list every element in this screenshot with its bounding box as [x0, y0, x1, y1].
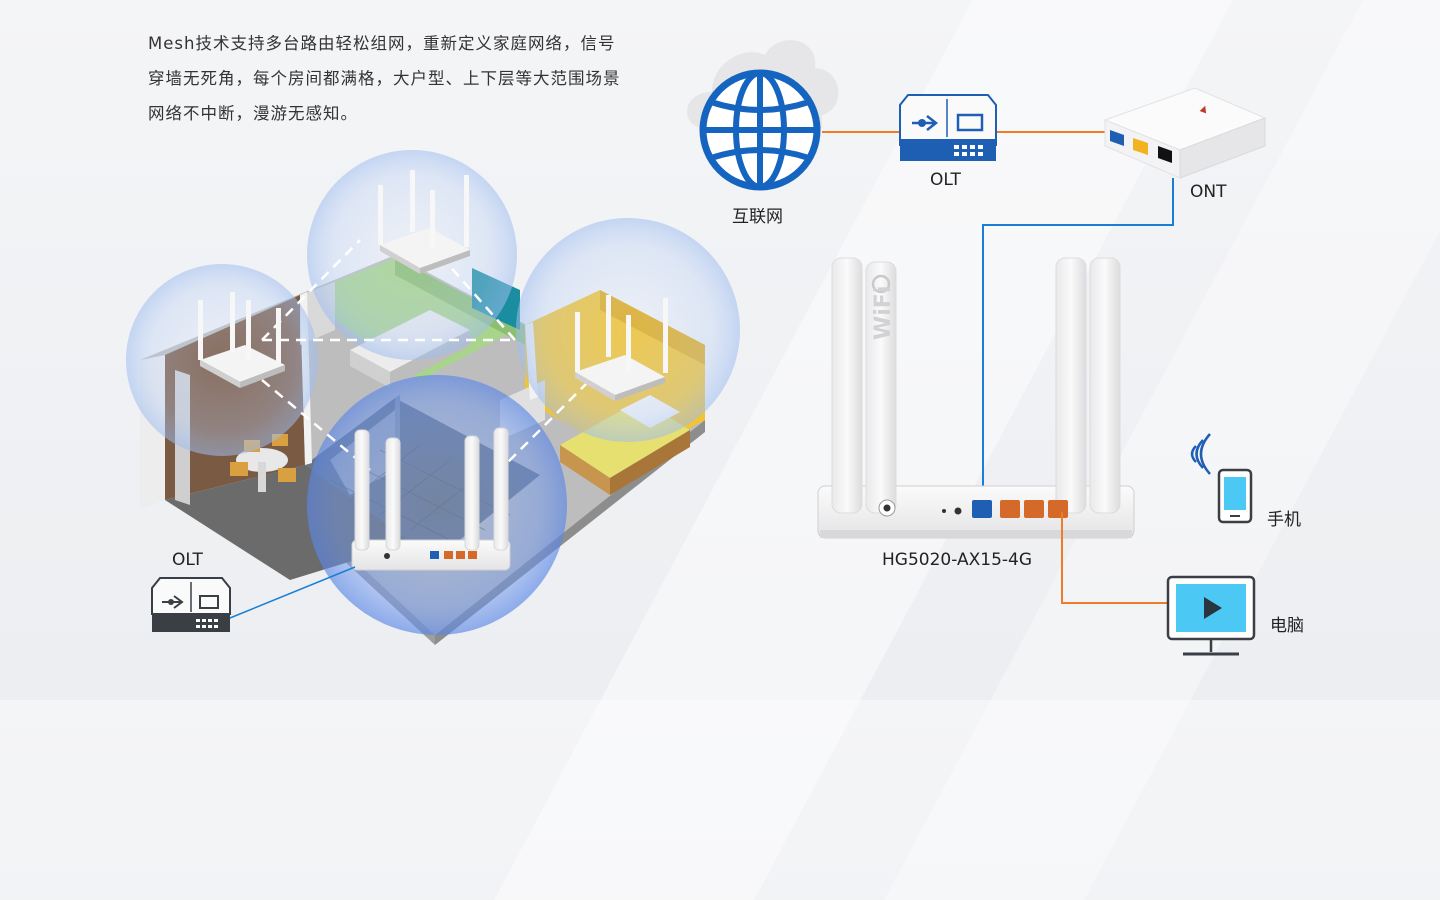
olt-left-device	[151, 577, 231, 632]
label-internet: 互联网	[732, 207, 783, 227]
main-router: WiFi	[817, 257, 1135, 539]
coverage-bubble	[307, 375, 567, 635]
label-olt-top: OLT	[930, 170, 961, 190]
mesh-router-dining	[198, 292, 285, 388]
label-ont: ONT	[1190, 182, 1227, 202]
phone-icon	[1190, 433, 1253, 524]
olt-left-link	[229, 566, 356, 619]
svg-text:▲: ▲	[1199, 103, 1209, 115]
mesh-router-living	[378, 170, 470, 274]
olt-top-device	[899, 94, 997, 161]
label-computer: 电脑	[1270, 616, 1304, 636]
computer-icon	[1166, 575, 1256, 656]
front-router	[351, 427, 511, 571]
link-ont-router	[982, 178, 1174, 508]
mesh-router-bedroom	[575, 295, 668, 401]
ont-device: ▲	[1103, 87, 1267, 179]
wifi-mark: WiFi	[871, 286, 896, 340]
intro-line: Mesh技术支持多台路由轻松组网，重新定义家庭网络，信号	[148, 34, 616, 53]
intro-line: 网络不中断，漫游无感知。	[148, 104, 358, 123]
internet-globe-icon	[687, 40, 839, 191]
label-olt-left: OLT	[172, 550, 203, 570]
house-illustration	[126, 150, 740, 645]
intro-line: 穿墙无死角，每个房间都满格，大户型、上下层等大范围场景	[148, 69, 621, 88]
intro-text: Mesh技术支持多台路由轻松组网，重新定义家庭网络，信号 穿墙无死角，每个房间都…	[148, 26, 668, 131]
label-phone: 手机	[1267, 510, 1301, 530]
network-diagram: ▲ WiFi	[126, 40, 1267, 656]
link-router-computer	[1061, 512, 1168, 604]
label-router-model: HG5020-AX15-4G	[882, 550, 1033, 570]
